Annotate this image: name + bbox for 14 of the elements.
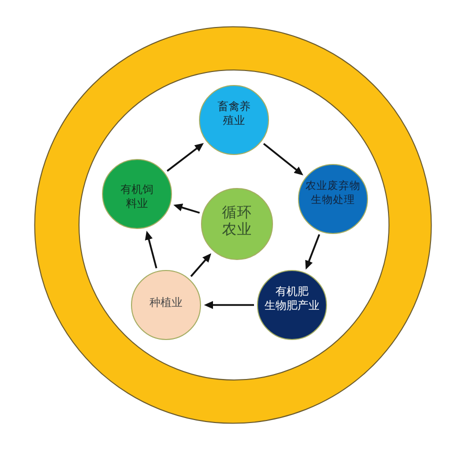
arrow bbox=[204, 301, 254, 309]
node-label: 有机肥生物肥产业 bbox=[263, 284, 320, 314]
node-label: 循环农业 bbox=[221, 204, 253, 240]
node-label: 有机饲料业 bbox=[120, 182, 154, 212]
arrow bbox=[190, 253, 212, 277]
node-label: 畜禽养殖业 bbox=[216, 100, 252, 128]
node-label: 种植业 bbox=[148, 296, 184, 310]
arrow bbox=[145, 230, 158, 268]
arrow bbox=[166, 143, 204, 172]
arrow bbox=[173, 204, 200, 214]
arrow bbox=[263, 143, 304, 176]
arrow bbox=[305, 234, 320, 270]
node-label: 农业废弃物生物处理 bbox=[304, 180, 362, 208]
outer-ring bbox=[34, 26, 432, 424]
